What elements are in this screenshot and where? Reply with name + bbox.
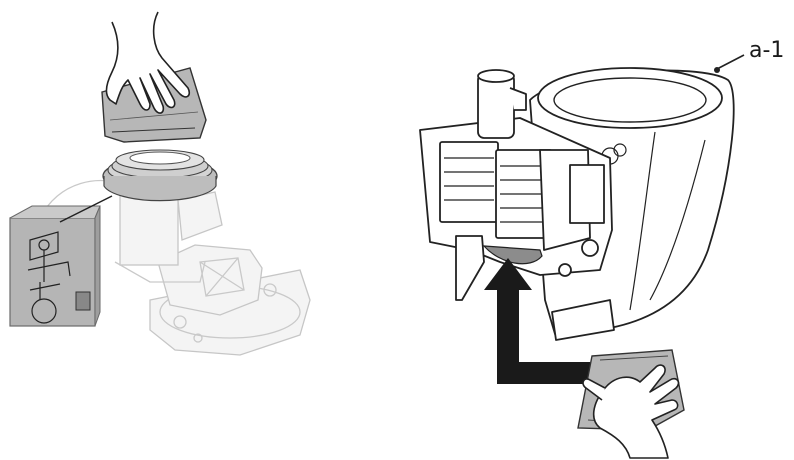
standpipe <box>114 191 223 283</box>
arrow-icon <box>484 258 590 384</box>
detail-highlight-box <box>9 195 113 327</box>
hand-with-cloth-icon-bottom <box>577 349 685 459</box>
flange-seal-icon <box>102 149 218 202</box>
right-panel <box>419 54 745 459</box>
callout-a-1 <box>714 54 745 73</box>
hand-with-cloth-icon <box>101 11 207 143</box>
pump-unit <box>419 69 613 301</box>
motor-block <box>157 244 263 316</box>
left-panel <box>9 11 311 356</box>
toilet-bowl-icon <box>529 67 735 341</box>
callout-label: a-1 <box>749 38 785 63</box>
